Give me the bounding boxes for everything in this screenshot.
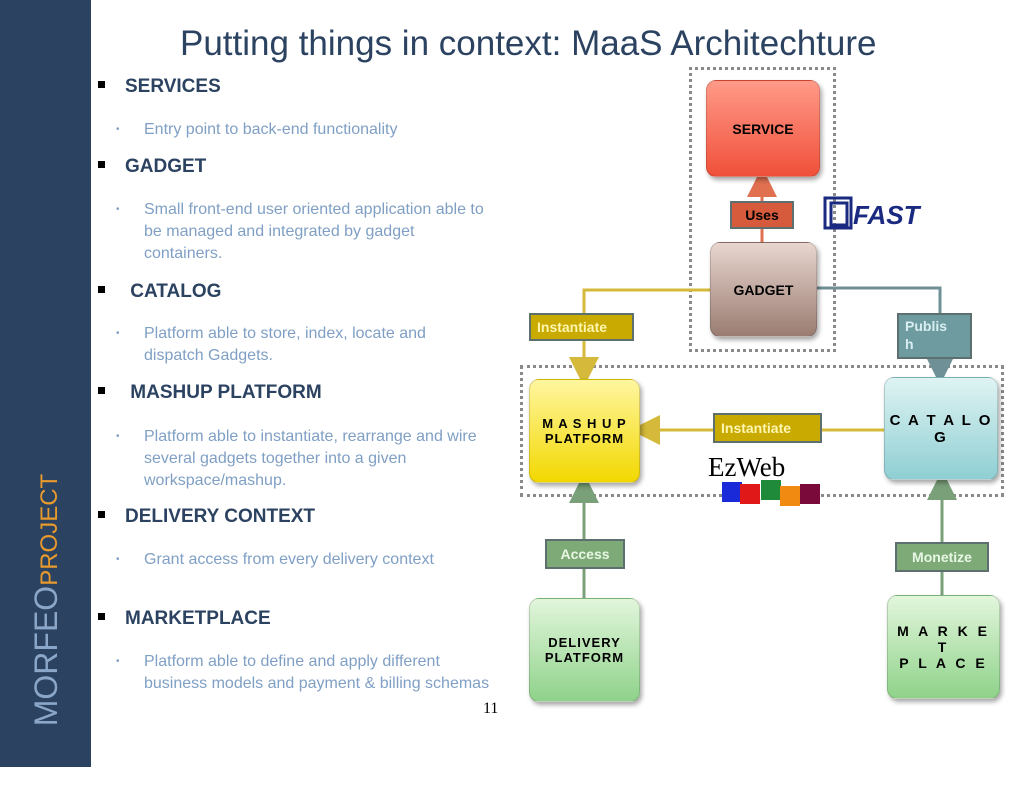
bullet-square-icon [98,511,105,519]
instantiate-connector-top [569,288,710,387]
bullet-heading-delivery: DELIVERY CONTEXT [98,506,315,528]
bullet-heading-marketplace: MARKETPLACE [98,608,271,630]
monetize-label: Monetize [895,542,989,572]
ezweb-square-blue [722,482,742,502]
bullet-square-icon [98,387,105,395]
uses-label: Uses [730,201,794,229]
bullet-text-catalog: •Platform able to store, index, locate a… [116,325,426,364]
bullet-heading-services: SERVICES [98,76,221,98]
ezweb-square-green [761,480,781,500]
bullet-text-delivery: •Grant access from every delivery contex… [116,551,434,568]
bullet-square-icon [98,81,105,89]
access-label: Access [545,539,625,569]
service-node: SERVICE [706,80,820,177]
gadget-service-group-box [689,67,836,352]
publish-label: Publis h [897,313,972,359]
ezweb-square-red [740,484,760,504]
sidebar: MORFEOPROJECT [0,0,91,767]
ezweb-logo-text: EzWeb [708,452,786,482]
page-number: 11 [483,700,499,717]
ezweb-logo: EzWeb [708,452,828,512]
ezweb-square-maroon [800,484,820,504]
bullet-square-icon [98,613,105,621]
fast-logo: FAST [823,196,922,230]
bullet-square-icon [98,161,105,169]
instantiate-label-top: Instantiate [529,313,634,341]
bullet-square-icon [98,286,105,294]
bullet-heading-gadget: GADGET [98,156,206,178]
bullet-text-mashup: •Platform able to instantiate, rearrange… [116,428,477,489]
ezweb-square-orange [780,486,800,506]
bullet-text-services: •Entry point to back-end functionality [116,121,398,138]
connector-lines [569,167,957,598]
bullet-text-gadget: •Small front-end user oriented applicati… [116,201,484,262]
bullet-heading-mashup: MASHUP PLATFORM [98,382,322,404]
instantiate-label-mid: Instantiate [713,413,822,443]
slide-title: Putting things in context: MaaS Architec… [180,24,877,63]
fast-logo-text: FAST [853,200,922,230]
gadget-node: GADGET [710,242,817,337]
bullet-heading-catalog: CATALOG [98,281,221,303]
bullet-text-marketplace: •Platform able to define and apply diffe… [116,653,490,692]
